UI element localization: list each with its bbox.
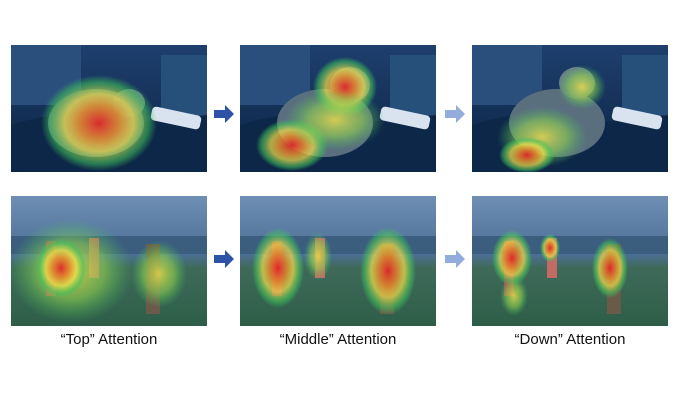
arrow-right-icon — [445, 105, 465, 123]
image-cat-middle-attention — [240, 45, 436, 172]
caption-top-attention: “Top” Attention — [60, 331, 158, 348]
image-cat-top-attention — [11, 45, 207, 172]
image-park-middle-attention — [240, 196, 436, 326]
image-cat-down-attention — [472, 45, 668, 172]
arrow-right-icon — [445, 250, 465, 268]
caption-middle-attention: “Middle” Attention — [279, 331, 397, 348]
arrow-right-icon — [214, 250, 234, 268]
image-park-top-attention — [11, 196, 207, 326]
image-park-down-attention — [472, 196, 668, 326]
caption-down-attention: “Down” Attention — [514, 331, 626, 348]
arrow-right-icon — [214, 105, 234, 123]
